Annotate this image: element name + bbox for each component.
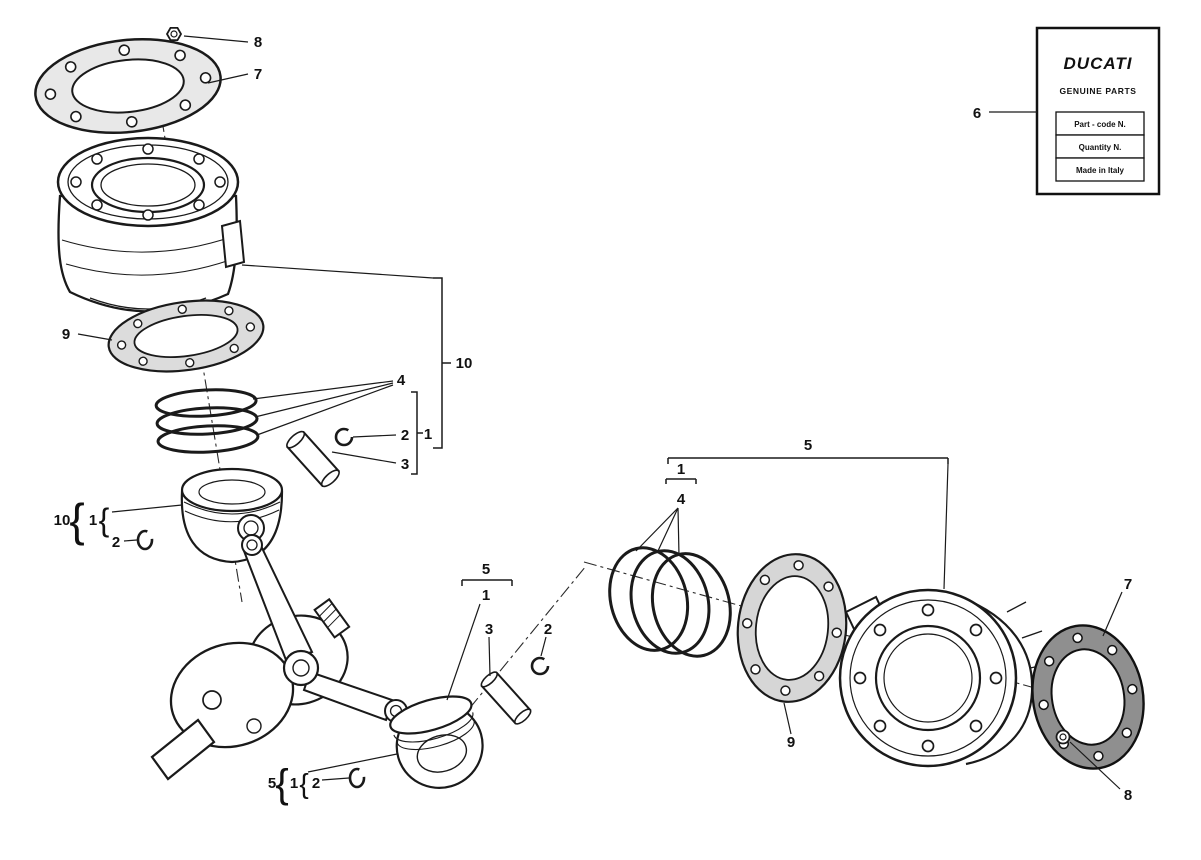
crank-main-shaft [150,718,216,781]
callout-vertical-cylinder-assembly: 10 [456,355,473,372]
callout-mid-circlip: 2 [544,621,552,638]
callout-right-head-gasket: 7 [1124,576,1132,593]
label-row-quantity: Quantity N. [1079,143,1122,152]
wrist-pin-horizontal [480,671,532,725]
base-gasket-vertical-holes [116,304,256,368]
grouping-brackets [411,277,949,586]
callout-left-base-gasket: 9 [62,326,70,343]
genuine-parts-text: GENUINE PARTS [1059,86,1136,96]
callout-mid-wrist-pin: 3 [485,621,493,638]
brace-outer-bottom: { [275,762,288,806]
callout-left-circlip: 2 [401,427,409,444]
brace-inner-bottom: { [299,768,308,799]
callout-left-group-inner: 1 [89,512,97,529]
bracket-assembly-5-mid [461,579,513,586]
base-gasket-horizontal [736,553,848,703]
callout-mid-group-inner: 1 [482,587,490,604]
genuine-parts-label: DUCATI GENUINE PARTS Part - code N. Quan… [1035,26,1161,196]
wrist-pin-vertical [286,430,340,488]
callout-left-group-outer: 10 [54,512,71,529]
callout-right-base-gasket: 9 [787,734,795,751]
callout-top-bolt: 8 [254,34,262,51]
circlip-bottom [348,767,366,789]
head-gasket-vertical [34,37,222,135]
head-gasket-horizontal-holes [1038,632,1138,762]
ducati-logo: DUCATI [1064,54,1133,73]
cylinder-vertical-tab [220,219,246,269]
circlip-mid [530,656,550,676]
cylinder-vertical-flange-holes [70,143,226,221]
bracket-assembly-10 [433,277,451,449]
base-gasket-horizontal-holes [741,560,843,696]
head-nut [165,27,183,41]
base-gasket-vertical [107,299,265,373]
crank-pin [282,649,320,687]
callout-bottom-group-inner: 1 [290,775,298,792]
cylinder-horizontal-flange-holes [853,603,1003,753]
crank-spline-shaft [313,597,351,639]
piston-rings-horizontal [608,546,732,658]
callout-parts-label: 6 [973,105,981,122]
brace-inner-left: { [99,502,110,538]
bracket-assembly-5-right [667,457,949,464]
piston-horizontal [389,695,484,789]
leader-lines [77,35,1123,790]
circlip-vertical [334,427,354,447]
callout-right-bolt: 8 [1124,787,1132,804]
cylinder-horizontal [838,588,1051,768]
callout-labels: 8 7 9 4 2 1 3 10 10 { 1 { 2 5 1 3 2 5 { … [54,34,1133,806]
callout-left-piston-rings: 4 [397,372,406,389]
cylinder-vertical [56,136,246,313]
head-gasket-horizontal [1031,624,1145,770]
callout-top-head-gasket: 7 [254,66,262,83]
callout-left-wrist-pin: 3 [401,456,409,473]
piston-rings-vertical [154,388,260,454]
bracket-assembly-1-right [665,478,697,484]
bracket-assembly-1-left [411,391,423,475]
callout-right-piston-rings: 4 [677,491,686,508]
crankshaft [150,534,408,781]
head-gasket-vertical-holes [44,44,212,128]
callout-bottom-circlip: 2 [312,775,320,792]
brace-outer-left: { [69,494,84,546]
callout-right-piston-assembly: 1 [677,461,685,478]
callout-right-cylinder-assembly: 5 [804,437,812,454]
callout-mid-group: 5 [482,561,490,578]
callout-left-piston-assembly: 1 [424,426,432,443]
label-row-made-in-italy: Made in Italy [1076,166,1125,175]
circlip-left-group [136,529,154,551]
callout-bottom-group-outer: 5 [268,775,276,792]
piston-vertical [180,467,284,564]
rod-small-end-vertical [241,534,263,556]
label-row-3-cell [1055,157,1145,182]
label-row-part-code: Part - code N. [1074,120,1126,129]
head-bolt-horizontal [1055,729,1071,745]
callout-left-group-circlip: 2 [112,534,120,551]
